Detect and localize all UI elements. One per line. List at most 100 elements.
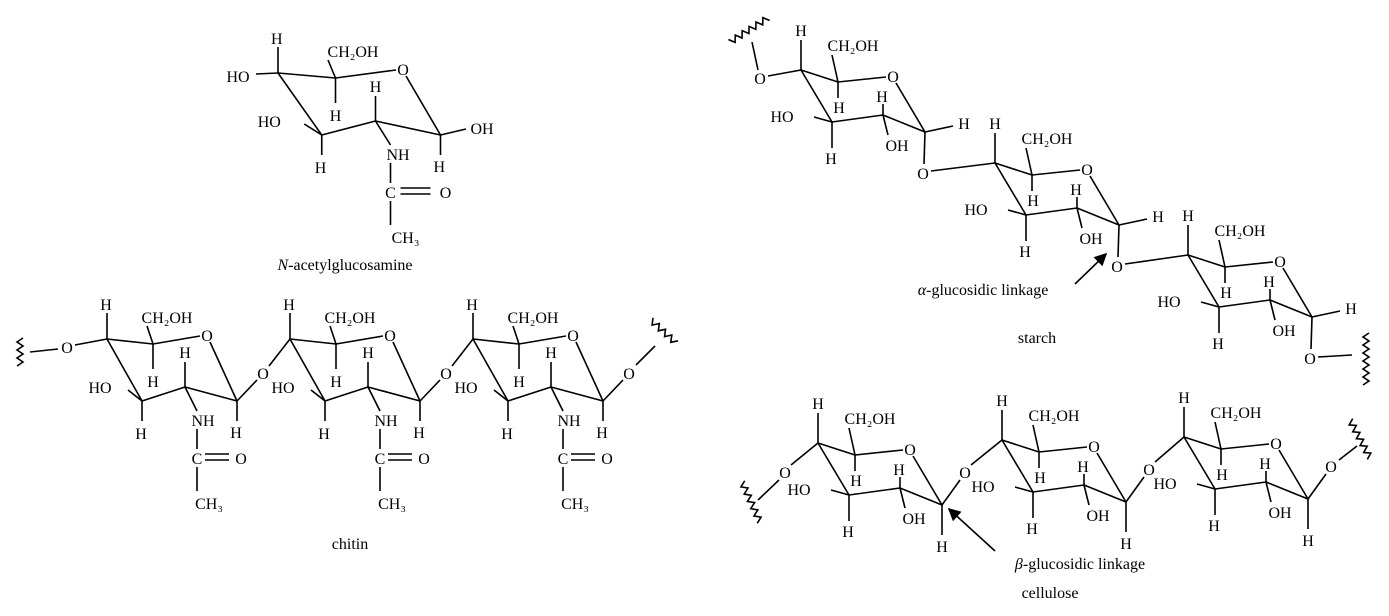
- caption-cellulose: cellulose: [1022, 585, 1079, 602]
- ring-bond: [1076, 207, 1120, 226]
- bond: [941, 479, 961, 506]
- atom-h: H: [825, 151, 837, 168]
- ring-bond: [405, 75, 442, 136]
- ring-bond: [321, 120, 376, 136]
- bond: [1118, 218, 1148, 226]
- atom-h: H: [1212, 336, 1224, 353]
- bond: [1310, 316, 1313, 350]
- ring-bond: [1265, 481, 1309, 500]
- ring-bond: [152, 335, 201, 345]
- bond: [255, 72, 279, 75]
- atom-h: H: [545, 345, 557, 362]
- atom-h: H: [1019, 244, 1031, 261]
- ring-bond: [106, 338, 154, 345]
- ring-bond: [854, 449, 904, 456]
- ring-bond: [1278, 449, 1309, 500]
- bond: [1025, 147, 1033, 176]
- ring-oxygen: O: [887, 69, 899, 86]
- atom-oh: OH: [1268, 505, 1292, 522]
- bond: [440, 128, 467, 136]
- bond: [1338, 445, 1358, 461]
- atom-oh: OH: [1079, 231, 1103, 248]
- bond: [1124, 254, 1189, 265]
- bond: [1125, 476, 1145, 503]
- bond: [1214, 421, 1222, 450]
- ring-bond: [1083, 484, 1127, 503]
- chain-continuation-squiggle: [1361, 332, 1371, 386]
- bond: [268, 338, 291, 367]
- ring-bond: [1001, 439, 1040, 453]
- atom-h: H: [100, 297, 112, 314]
- bond: [146, 325, 154, 345]
- atom-ho: HO: [971, 479, 994, 496]
- bond: [1269, 299, 1276, 321]
- atom-h: H: [1263, 274, 1275, 291]
- atom-nh: NH: [374, 413, 398, 430]
- ring-bond: [367, 386, 421, 402]
- bond: [1265, 481, 1272, 503]
- atom-ho: HO: [1153, 476, 1176, 493]
- bond: [1311, 310, 1341, 318]
- glycosidic-oxygen: O: [1325, 459, 1337, 476]
- atom-h: H: [1027, 193, 1039, 210]
- atom-h: H: [283, 297, 295, 314]
- bond: [310, 389, 326, 402]
- atom-ch2oh: CH₂OH: [1211, 405, 1262, 422]
- ring-bond: [895, 82, 926, 133]
- atom-h: H: [179, 345, 191, 362]
- atom-h: H: [996, 393, 1008, 410]
- atom-h: H: [413, 425, 425, 442]
- ring-bond: [507, 386, 552, 402]
- ring-bond: [1187, 254, 1220, 308]
- ring-bond: [335, 69, 397, 79]
- beta-linkage-text: -glucosidic linkage: [1023, 556, 1145, 573]
- caption-n-prefix: N: [276, 257, 289, 274]
- atom-h: H: [230, 425, 242, 442]
- bond: [1218, 239, 1226, 268]
- chain-continuation-squiggle: [728, 16, 770, 44]
- ring-bond: [324, 386, 369, 402]
- atom-o: O: [235, 451, 247, 468]
- ring-bond: [550, 386, 604, 402]
- bond: [74, 338, 108, 346]
- beta-linkage-arrow: [947, 507, 996, 552]
- ring-bond: [184, 386, 238, 402]
- ring-bond: [882, 114, 926, 133]
- atom-ch3: CH₃: [392, 230, 420, 247]
- atom-h: H: [1345, 301, 1357, 318]
- ring-bond: [800, 69, 839, 83]
- glycosidic-oxygen: O: [1111, 259, 1123, 276]
- ring-bond: [1269, 299, 1313, 318]
- ring-bond: [289, 338, 326, 402]
- bond: [550, 386, 564, 412]
- bond: [1196, 483, 1216, 490]
- atom-h: H: [596, 425, 608, 442]
- ring-bond: [277, 72, 323, 136]
- atom-ch2oh: CH₂OH: [142, 310, 193, 327]
- ring-bond: [831, 114, 884, 123]
- atom-oh: OH: [885, 138, 909, 155]
- ring-bond: [817, 442, 856, 456]
- bond: [970, 439, 1003, 466]
- ring-bond: [817, 442, 850, 496]
- atom-h: H: [318, 426, 330, 443]
- ring-bond: [209, 341, 238, 402]
- atom-h: H: [1220, 285, 1232, 302]
- glycosidic-oxygen: O: [623, 366, 635, 383]
- ring-bond: [1089, 175, 1120, 226]
- glycosidic-oxygen: O: [257, 366, 269, 383]
- atom-ho: HO: [964, 202, 987, 219]
- atom-h: H: [135, 426, 147, 443]
- atom-ch2oh: CH₂OH: [508, 310, 559, 327]
- alpha-linkage-text: -glucosidic linkage: [926, 282, 1048, 299]
- bond: [813, 116, 833, 123]
- ring-bond: [994, 162, 1027, 216]
- bond: [329, 325, 337, 345]
- bond: [29, 348, 59, 353]
- atom-ch2oh: CH₂OH: [328, 44, 379, 61]
- ring-bond: [1183, 436, 1216, 490]
- atom-h: H: [1208, 518, 1220, 535]
- atom-nh: NH: [386, 147, 410, 164]
- atom-h: H: [362, 345, 374, 362]
